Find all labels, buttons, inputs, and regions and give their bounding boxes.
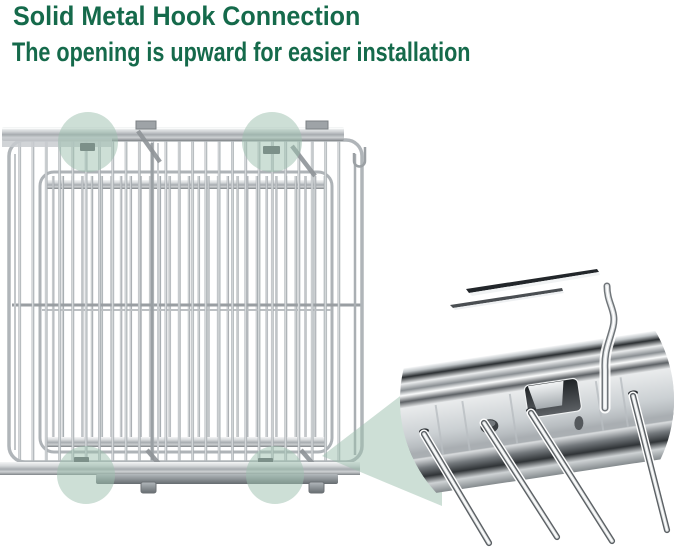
page-subtitle: The opening is upward for easier install… bbox=[12, 37, 471, 68]
rack-photo bbox=[0, 120, 367, 494]
bottom-rail bbox=[0, 462, 360, 494]
side-hook bbox=[352, 147, 367, 168]
hook-highlight-circle bbox=[246, 446, 304, 504]
hook-highlight-circle bbox=[57, 446, 115, 504]
mounting-tab bbox=[305, 120, 329, 130]
inset-strips bbox=[450, 269, 600, 310]
mounting-tab bbox=[135, 120, 157, 130]
basket-prong bbox=[479, 418, 562, 542]
inset-rail bbox=[400, 327, 674, 499]
basket-prong bbox=[526, 408, 617, 546]
center-support bbox=[150, 143, 159, 461]
hook-wire bbox=[599, 280, 620, 414]
wire-grid bbox=[16, 141, 350, 463]
basket-prongs bbox=[419, 391, 672, 548]
basket-prong bbox=[419, 429, 494, 548]
hook-highlight-circle bbox=[58, 112, 118, 172]
header: Solid Metal Hook Connection The opening … bbox=[0, 0, 585, 68]
page-title: Solid Metal Hook Connection bbox=[13, 1, 361, 31]
foot-tab bbox=[308, 481, 325, 494]
hook-highlight-circle bbox=[242, 112, 302, 172]
foot-tab bbox=[140, 481, 157, 494]
zoom-inset bbox=[400, 269, 674, 548]
basket-prong bbox=[628, 391, 672, 535]
hook-highlights bbox=[57, 112, 304, 504]
